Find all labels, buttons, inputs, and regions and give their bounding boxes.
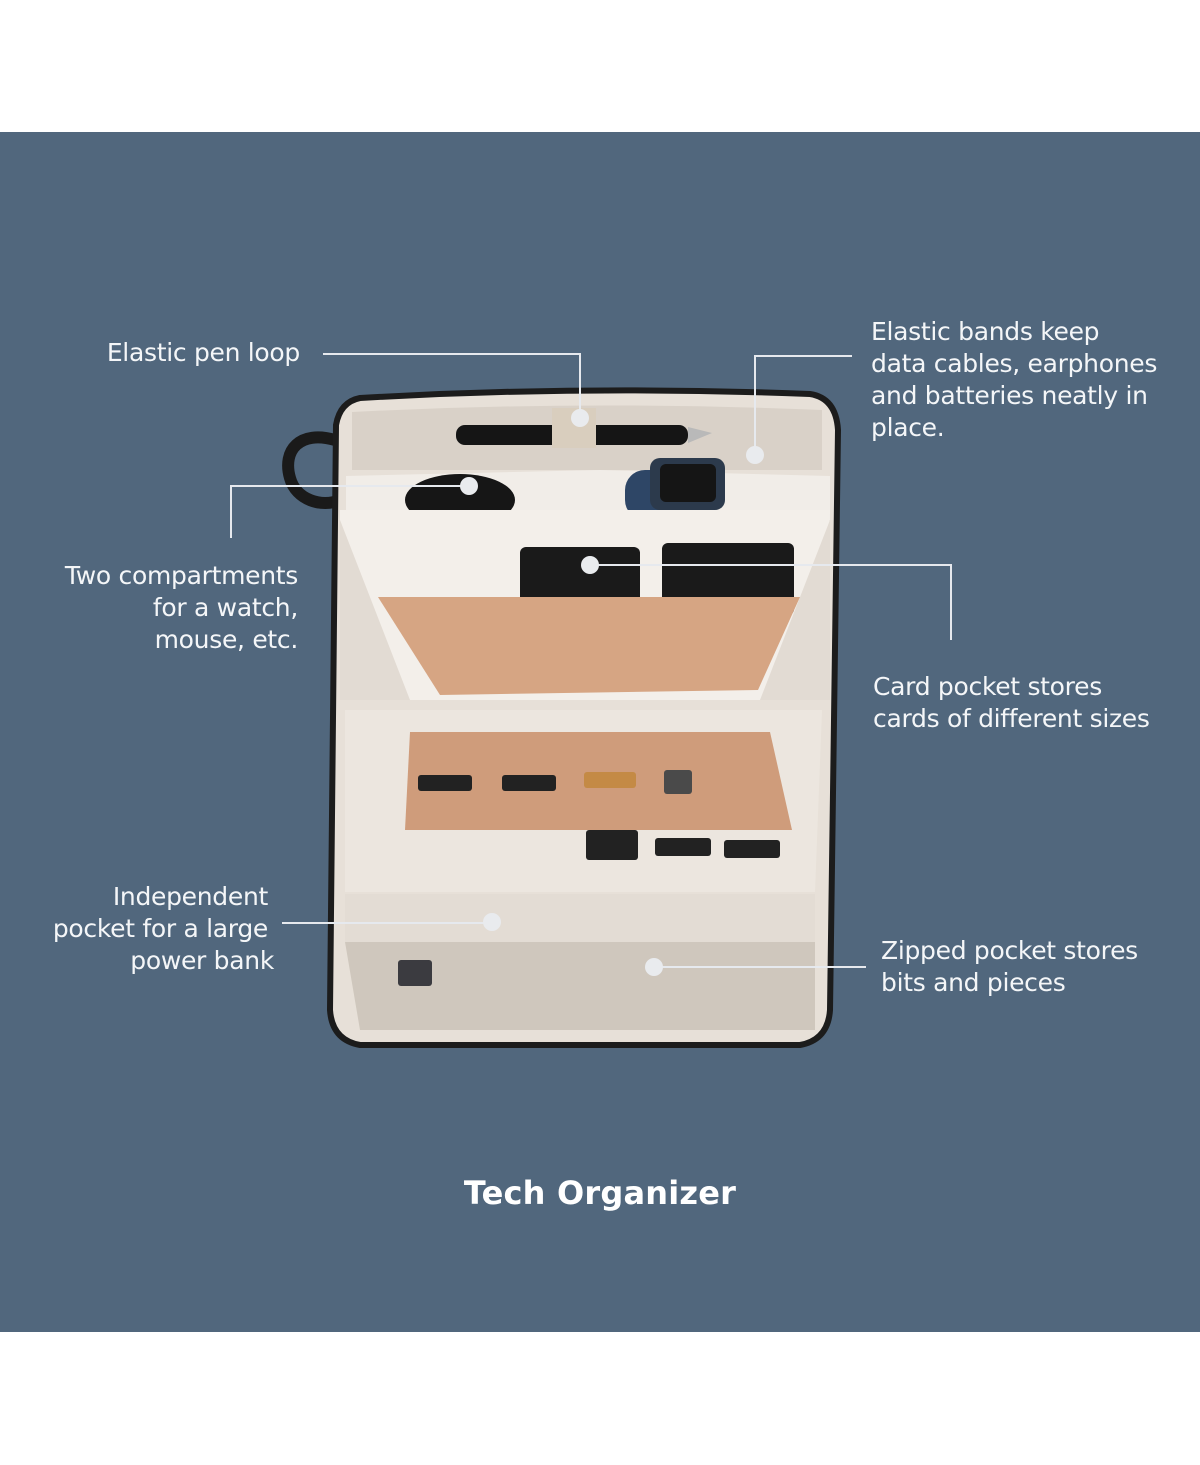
usb-plug-icon: [398, 960, 432, 986]
sd-card-icons: [418, 770, 780, 860]
callout-text: for a watch,: [152, 593, 298, 622]
callout-text: bits and pieces: [881, 968, 1066, 997]
callout-text: pocket for a large: [52, 914, 268, 943]
callout-text: cards of different sizes: [873, 704, 1150, 733]
callout-text: data cables, earphones: [871, 349, 1158, 378]
callout-text: Two compartments: [64, 561, 298, 590]
callout-elastic-bands: Elastic bands keep data cables, earphone…: [871, 316, 1157, 444]
callout-text: Independent: [112, 882, 268, 911]
callout-card-pocket: Card pocket stores cards of different si…: [873, 671, 1150, 735]
callout-text: mouse, etc.: [154, 625, 299, 654]
callout-power-bank: Independent pocket for a large power ban…: [20, 881, 274, 977]
handle-loop-icon: [282, 431, 343, 509]
callout-compartments: Two compartments for a watch, mouse, etc…: [20, 560, 298, 656]
callout-zipped-pocket: Zipped pocket stores bits and pieces: [881, 935, 1138, 999]
callout-lines: [230, 353, 952, 968]
product-title: Tech Organizer: [463, 1174, 737, 1212]
callout-text: Elastic pen loop: [106, 338, 300, 367]
callout-text: power bank: [130, 946, 274, 975]
leather-card-panel: [378, 597, 800, 695]
callout-pen-loop: Elastic pen loop: [60, 337, 300, 369]
callout-dots: [460, 409, 764, 976]
callout-text: and batteries neatly in: [871, 381, 1148, 410]
callout-text: Card pocket stores: [873, 672, 1102, 701]
callout-text: Elastic bands keep: [871, 317, 1100, 346]
callout-text: place.: [871, 413, 945, 442]
callout-text: Zipped pocket stores: [881, 936, 1138, 965]
smartwatch-icon: [625, 458, 725, 520]
